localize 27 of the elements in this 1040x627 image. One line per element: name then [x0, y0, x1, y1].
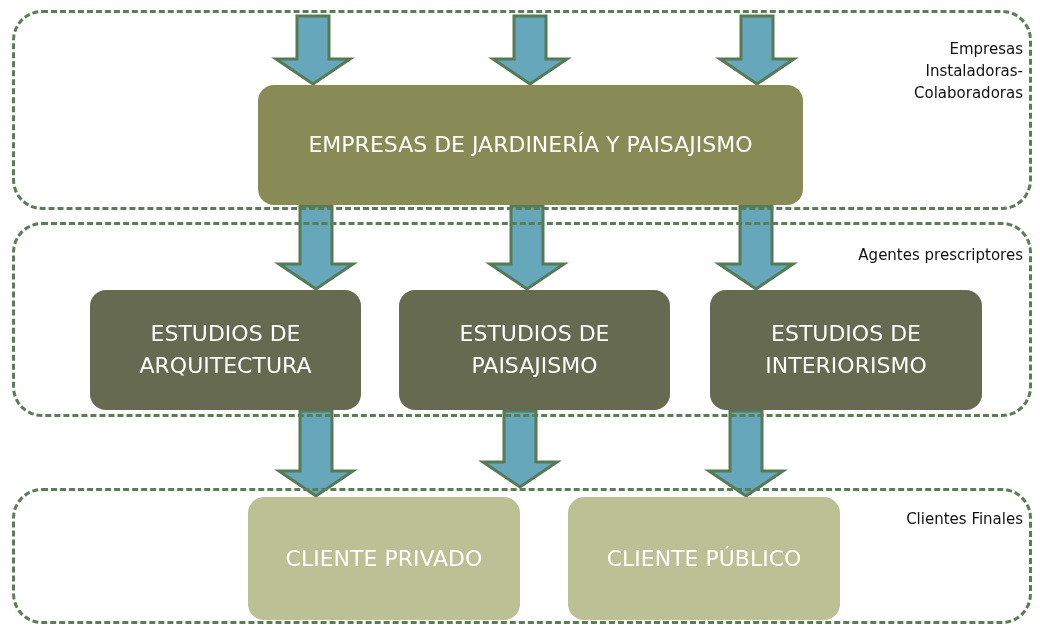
dashed-group-band — [12, 488, 1032, 624]
dashed-group-band — [12, 10, 1032, 210]
block-arrow — [704, 409, 788, 498]
rounded-box — [258, 85, 803, 205]
box-label: ESTUDIOS DE PAISAJISMO — [458, 320, 611, 380]
rounded-box — [90, 290, 361, 410]
box-label: CLIENTE PRIVADO — [285, 544, 483, 573]
group-heading: Empresas Instaladoras-Colaboradoras — [913, 39, 1023, 104]
box-label: CLIENTE PÚBLICO — [606, 544, 802, 573]
rounded-box — [710, 290, 982, 410]
block-arrow — [274, 409, 358, 498]
rounded-box — [248, 497, 520, 620]
group-heading: Clientes Finales — [906, 509, 1023, 530]
box-label: EMPRESAS DE JARDINERÍA Y PAISAJISMO — [308, 131, 753, 160]
block-arrow — [478, 409, 562, 489]
rounded-box — [568, 497, 840, 620]
block-arrow — [274, 204, 358, 291]
dashed-group-band — [12, 222, 1032, 417]
box-label: ESTUDIOS DE INTERIORISMO — [764, 320, 928, 380]
box-label: ESTUDIOS DE ARQUITECTURA — [138, 320, 313, 380]
group-heading: Agentes prescriptores — [858, 245, 1023, 266]
block-arrow — [271, 14, 355, 86]
block-arrow — [714, 204, 798, 291]
rounded-box — [399, 290, 670, 410]
block-arrow — [715, 14, 799, 86]
block-arrow — [488, 14, 572, 86]
block-arrow — [485, 204, 569, 291]
